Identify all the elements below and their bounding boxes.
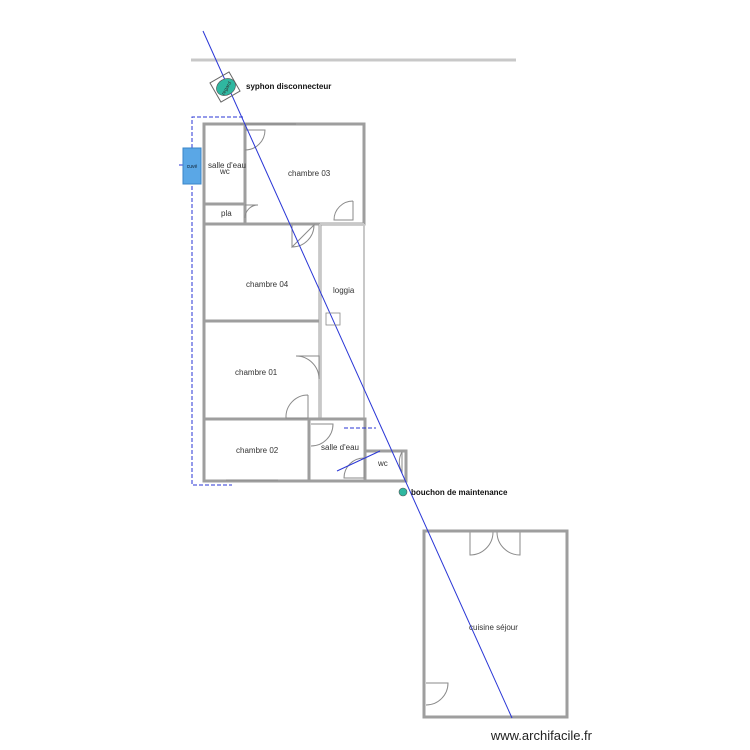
syphon-regard-icon: regard <box>209 71 241 103</box>
syphon-label: syphon disconnecteur <box>246 82 331 91</box>
tank-tag-label: cuvé <box>187 164 198 170</box>
room-label-salle-eau-bottom: salle d'eau <box>321 443 359 452</box>
drain-pipes <box>179 30 513 719</box>
room-label-chambre-03: chambre 03 <box>288 169 331 178</box>
room-label-wc-bottom: wc <box>377 459 388 468</box>
loggia-fixture-icon <box>325 312 341 326</box>
watermark: www.archifacile.fr <box>490 728 592 743</box>
room-label-salle-eau-top: salle d'eau <box>208 161 246 170</box>
room-label-loggia: loggia <box>333 286 355 295</box>
room-label-chambre-04: chambre 04 <box>246 280 289 289</box>
room-label-chambre-02: chambre 02 <box>236 446 279 455</box>
room-label-cuisine-sejour: cuisine séjour <box>469 623 518 632</box>
room-label-chambre-01: chambre 01 <box>235 368 278 377</box>
bouchon-label: bouchon de maintenance <box>411 488 508 497</box>
doors <box>226 123 521 706</box>
room-label-wc-top: wc <box>219 167 230 176</box>
cuisine-sejour-walls <box>422 529 569 719</box>
room-label-pla: pla <box>221 209 232 218</box>
house-walls <box>202 122 408 483</box>
water-tank-icon: cuvé <box>182 147 202 185</box>
maintenance-plug-icon <box>398 487 408 497</box>
